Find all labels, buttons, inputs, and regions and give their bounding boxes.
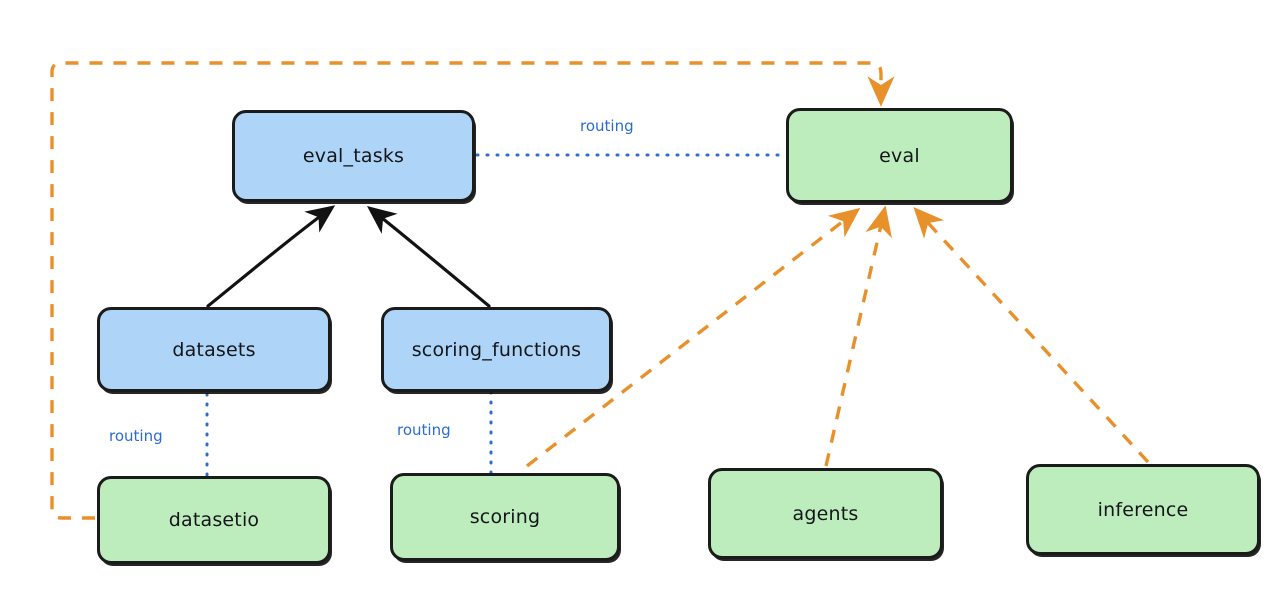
node-eval-tasks[interactable]: eval_tasks [232, 110, 475, 202]
node-label: inference [1097, 498, 1189, 521]
node-eval[interactable]: eval [786, 108, 1013, 203]
node-label: agents [792, 502, 859, 525]
edge-label-routing-datasets-datasetio: routing [109, 427, 163, 445]
node-label: eval [879, 144, 920, 167]
edge-label-routing-scoring-functions-scoring: routing [397, 421, 451, 439]
edge-inference-to-eval [913, 206, 1150, 464]
node-agents[interactable]: agents [708, 468, 943, 559]
node-label: datasetio [168, 509, 260, 531]
node-label: scoring_functions [411, 338, 582, 361]
node-datasetio[interactable]: datasetio [97, 476, 331, 564]
edge-datasets-to-eval-tasks [206, 205, 336, 308]
node-scoring[interactable]: scoring [390, 473, 620, 561]
edge-agents-to-eval [824, 205, 892, 467]
node-datasets[interactable]: datasets [97, 307, 331, 392]
edge-label-routing-eval-tasks-eval: routing [580, 117, 634, 135]
node-label: scoring [469, 506, 541, 528]
node-scoring-functions[interactable]: scoring_functions [381, 307, 612, 392]
node-label: datasets [172, 338, 256, 361]
node-inference[interactable]: inference [1026, 464, 1260, 555]
node-label: eval_tasks [302, 145, 405, 167]
edge-scoring-functions-to-eval-tasks [366, 206, 491, 308]
